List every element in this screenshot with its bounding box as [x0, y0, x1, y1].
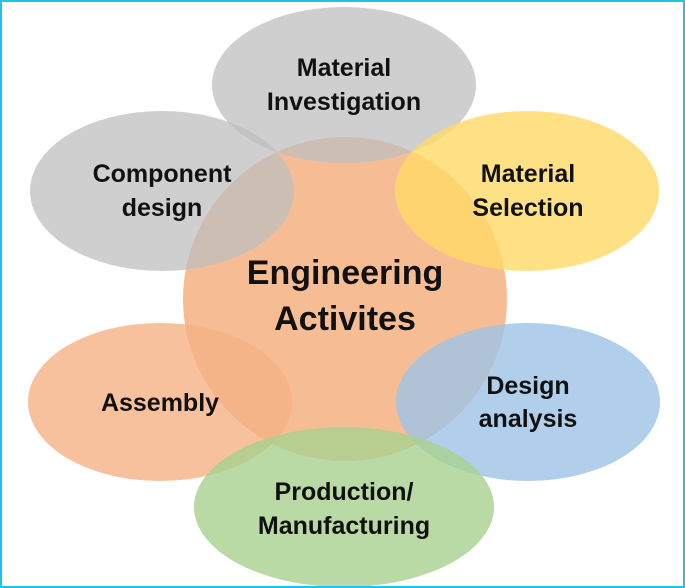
- material-selection-label-line2: Selection: [472, 194, 583, 222]
- component-design-label-line2: design: [122, 194, 203, 222]
- design-analysis-label-line1: Design: [486, 372, 569, 400]
- material-selection-label-line1: Material: [481, 160, 575, 188]
- design-analysis-ellipse: [396, 323, 660, 481]
- component-design-ellipse: [30, 111, 294, 271]
- production-ellipse: [194, 427, 494, 586]
- center-label-line2: Activites: [274, 300, 416, 338]
- design-analysis-label-line2: analysis: [479, 405, 578, 433]
- component-design-label-line1: Component: [93, 160, 233, 188]
- material-investigation-label-line2: Investigation: [267, 88, 421, 116]
- assembly-ellipse: [28, 323, 292, 481]
- assembly-label: Assembly: [101, 389, 219, 417]
- production-label-line1: Production/: [275, 478, 414, 506]
- material-investigation-label-line1: Material: [297, 54, 391, 82]
- center-label-line1: Engineering: [247, 254, 443, 292]
- production-label-line2: Manufacturing: [258, 512, 430, 540]
- material-investigation-ellipse: [212, 7, 476, 163]
- material-selection-ellipse: [395, 111, 659, 271]
